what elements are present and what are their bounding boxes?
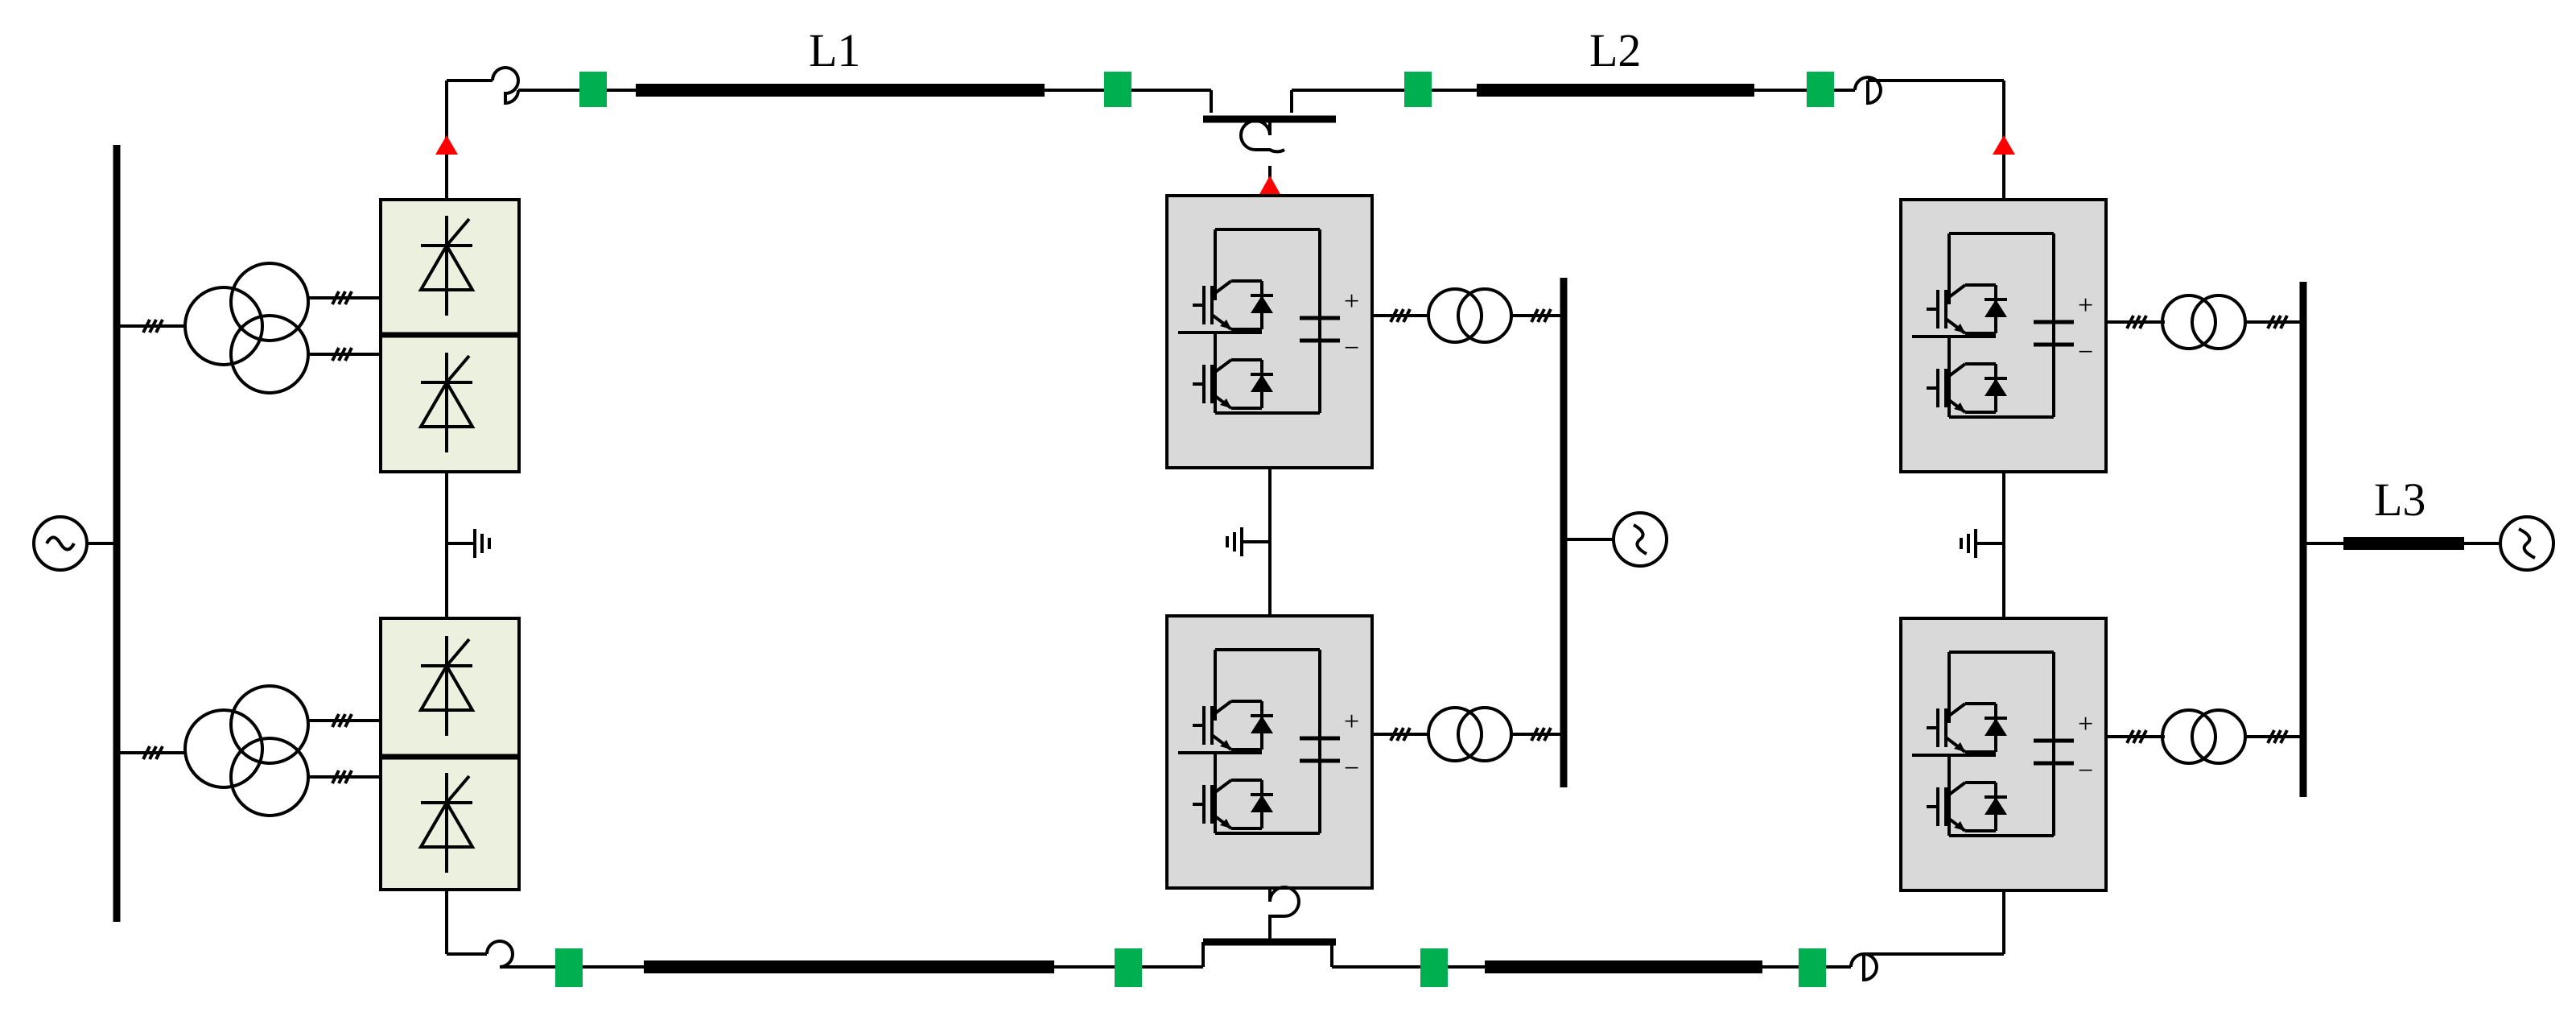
ground-icon-right — [1960, 527, 2005, 560]
dc-breaker-8 — [1799, 948, 1826, 987]
lcc-valve-4 — [379, 755, 521, 891]
transformer-left-top — [117, 262, 381, 394]
dc-breaker-3 — [1404, 72, 1432, 107]
smoothing-reactor-middle-bottom — [1268, 886, 1300, 942]
dc-breaker-4 — [1807, 72, 1834, 107]
lcc-valve-1 — [379, 198, 521, 337]
ac-source-middle — [1612, 511, 1668, 568]
ground-icon-middle — [1226, 526, 1272, 558]
label-L3: L3 — [2374, 473, 2426, 526]
vsc-converter-middle-bottom — [1167, 616, 1372, 888]
transformer-middle-bottom — [1372, 706, 1564, 762]
ac-source-right — [2499, 515, 2555, 572]
transformer-middle-top — [1372, 287, 1564, 344]
smoothing-reactor-bottom-left — [485, 940, 527, 969]
lcc-valve-3 — [379, 617, 521, 758]
transformer-left-bottom — [117, 684, 381, 817]
measurement-point-middle — [1259, 176, 1281, 196]
label-L1: L1 — [809, 24, 860, 76]
dc-breaker-5 — [555, 948, 583, 987]
transformer-right-bottom — [2106, 708, 2303, 765]
label-L2: L2 — [1589, 24, 1641, 76]
measurement-point-right — [1993, 135, 2015, 155]
dc-breaker-7 — [1420, 948, 1448, 987]
smoothing-reactor-top-left — [491, 66, 520, 105]
vsc-converter-middle-top — [1167, 196, 1372, 468]
vsc-converter-right-bottom — [1901, 618, 2106, 890]
vsc-converter-right-top — [1901, 200, 2106, 472]
dc-breaker-1 — [579, 72, 607, 107]
dc-breaker-2 — [1104, 72, 1131, 107]
lcc-valve-2 — [379, 333, 521, 473]
transformer-right-top — [2106, 294, 2303, 350]
measurement-point-left — [435, 135, 458, 155]
smoothing-reactor-bottom-right — [1849, 952, 1878, 982]
dc-breaker-6 — [1115, 948, 1142, 987]
ac-source-left — [32, 515, 117, 572]
smoothing-reactor-middle-top — [1239, 119, 1285, 154]
ground-icon-left — [445, 527, 491, 560]
